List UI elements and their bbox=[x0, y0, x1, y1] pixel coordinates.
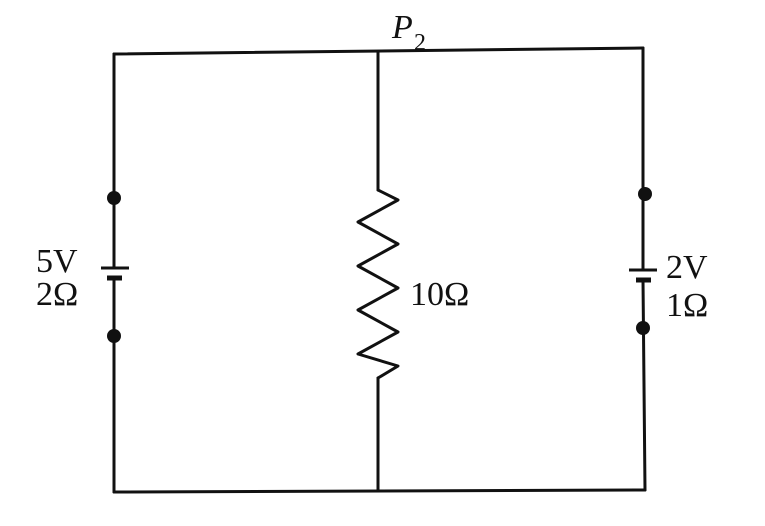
point-label: P bbox=[391, 9, 413, 46]
resistor-zigzag bbox=[356, 188, 400, 380]
right-wire-lower bbox=[641, 278, 647, 492]
middle-branch bbox=[356, 50, 400, 493]
point-subscript: 2 bbox=[414, 30, 426, 56]
left-upper-node bbox=[107, 191, 121, 205]
right-lower-node bbox=[636, 321, 650, 335]
right-battery-emf-label: 2V bbox=[666, 249, 708, 286]
right-branch bbox=[629, 46, 657, 492]
right-battery-resistance-label: 1Ω bbox=[666, 287, 708, 324]
left-battery-emf-label: 5V bbox=[36, 243, 78, 280]
left-branch bbox=[101, 52, 129, 494]
left-battery-resistance-label: 2Ω bbox=[36, 276, 78, 313]
left-lower-node bbox=[107, 329, 121, 343]
middle-resistor-label: 10Ω bbox=[410, 276, 469, 313]
right-upper-node bbox=[638, 187, 652, 201]
